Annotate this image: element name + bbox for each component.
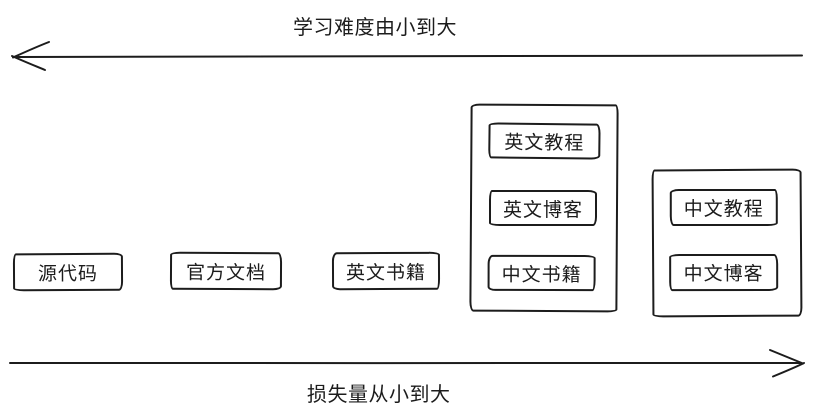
node-chinese-blogs: 中文博客 xyxy=(669,253,779,292)
left-arrow-head-upper xyxy=(12,41,50,59)
right-arrow-line xyxy=(9,361,801,365)
right-arrow-head-lower xyxy=(772,362,805,378)
node-source-code: 源代码 xyxy=(12,252,124,292)
node-english-blogs: 英文博客 xyxy=(489,189,597,226)
left-arrow-head-lower xyxy=(11,55,46,71)
node-english-tutorials: 英文教程 xyxy=(488,122,601,160)
node-chinese-tutorials: 中文教程 xyxy=(669,189,778,227)
node-official-docs: 官方文档 xyxy=(169,251,283,291)
top-axis-label: 学习难度由小到大 xyxy=(293,15,457,39)
right-arrow-head-upper xyxy=(769,349,804,365)
left-arrow-line xyxy=(16,54,803,58)
group-box-2: 中文教程 中文博客 xyxy=(651,168,803,318)
node-chinese-books: 中文书籍 xyxy=(487,254,596,292)
node-english-books: 英文书籍 xyxy=(331,251,441,291)
bottom-axis-label: 损失量从小到大 xyxy=(307,382,451,406)
group-box-1: 英文教程 英文博客 中文书籍 xyxy=(469,103,619,313)
left-arrow xyxy=(11,41,803,71)
right-arrow xyxy=(9,349,805,378)
